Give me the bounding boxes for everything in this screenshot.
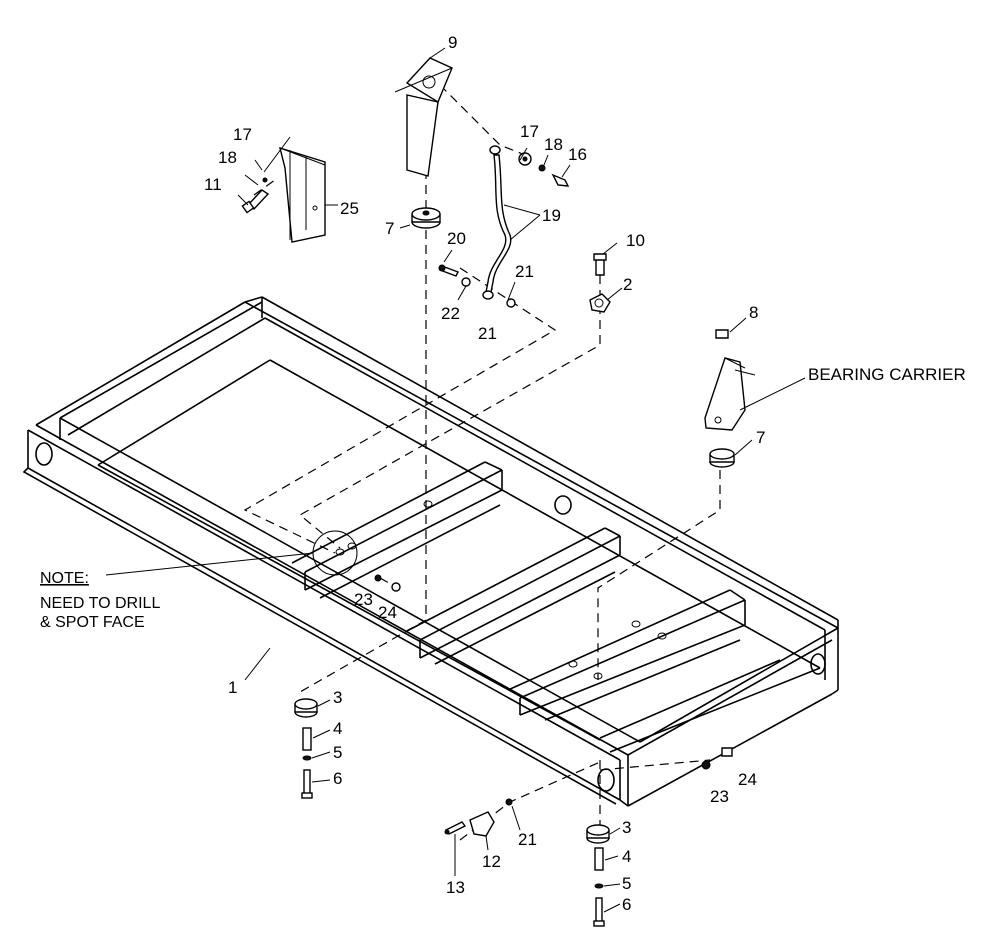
callout-8: 8 [749,303,758,322]
callout-23-right: 23 [710,787,729,806]
callout-17-left: 17 [233,125,252,144]
hardware-23-24-right [701,747,733,770]
callout-24-left: 24 [378,603,397,622]
callout-3-right: 3 [622,818,631,837]
callout-13: 13 [446,878,465,897]
note-line-2: & SPOT FACE [40,614,145,631]
callout-17-right: 17 [520,122,539,141]
callout-18-right: 18 [544,135,563,154]
hardware-21-lower [505,798,513,806]
part-7-isolator-upper [411,207,441,229]
callout-9: 9 [448,33,457,52]
callout-5-left: 5 [333,743,342,762]
callout-3-left: 3 [333,688,342,707]
callout-5-right: 5 [622,874,631,893]
part-11-bolt [241,136,291,214]
callout-25: 25 [340,199,359,218]
callout-2: 2 [623,275,632,294]
mount-stack-left [294,698,318,799]
callout-18-left: 18 [218,148,237,167]
bearing-carrier [704,329,756,431]
callout-4-left: 4 [333,719,342,738]
part-13-bolt [444,821,467,835]
note-line-1: NEED TO DRILL [40,595,160,612]
callout-16: 16 [568,145,587,164]
callout-19: 19 [542,206,561,225]
hardware-23-24-left [374,574,401,592]
part-12-clip [469,811,495,837]
callout-21-mid: 21 [478,324,497,343]
callout-1: 1 [228,678,237,697]
bearing-carrier-label: BEARING CARRIER [808,365,966,384]
frame-assembly [22,296,839,807]
callout-21-upper: 21 [515,262,534,281]
part-2-clamp [589,293,611,313]
hardware-21-upper [506,298,516,308]
callout-10: 10 [626,231,645,250]
callout-20: 20 [447,229,466,248]
part-25-bracket [279,146,326,243]
part-19-ground-strap [482,145,512,300]
callout-24-right: 24 [738,770,757,789]
part-10-bolt [593,253,607,276]
hardware-20-22 [438,264,471,287]
callout-6-left: 6 [333,769,342,788]
leader-lines [105,47,806,913]
callout-6-right: 6 [622,895,631,914]
part-9-mount-bracket [394,57,453,177]
callout-23-left: 23 [354,590,373,609]
callout-7-upper: 7 [385,219,394,238]
callout-22: 22 [441,304,460,323]
callout-7-lower: 7 [756,428,765,447]
callouts: 9 17 18 11 25 7 17 18 16 19 20 10 21 2 2… [40,33,966,914]
part-7-isolator-lower [709,448,735,468]
hardware-16-17-18 [518,152,570,187]
callout-21-lower: 21 [518,830,537,849]
callout-11: 11 [204,175,222,194]
note-title: NOTE: [40,570,89,587]
callout-4-right: 4 [622,847,631,866]
callout-12: 12 [482,852,501,871]
mount-stack-right [586,824,610,927]
